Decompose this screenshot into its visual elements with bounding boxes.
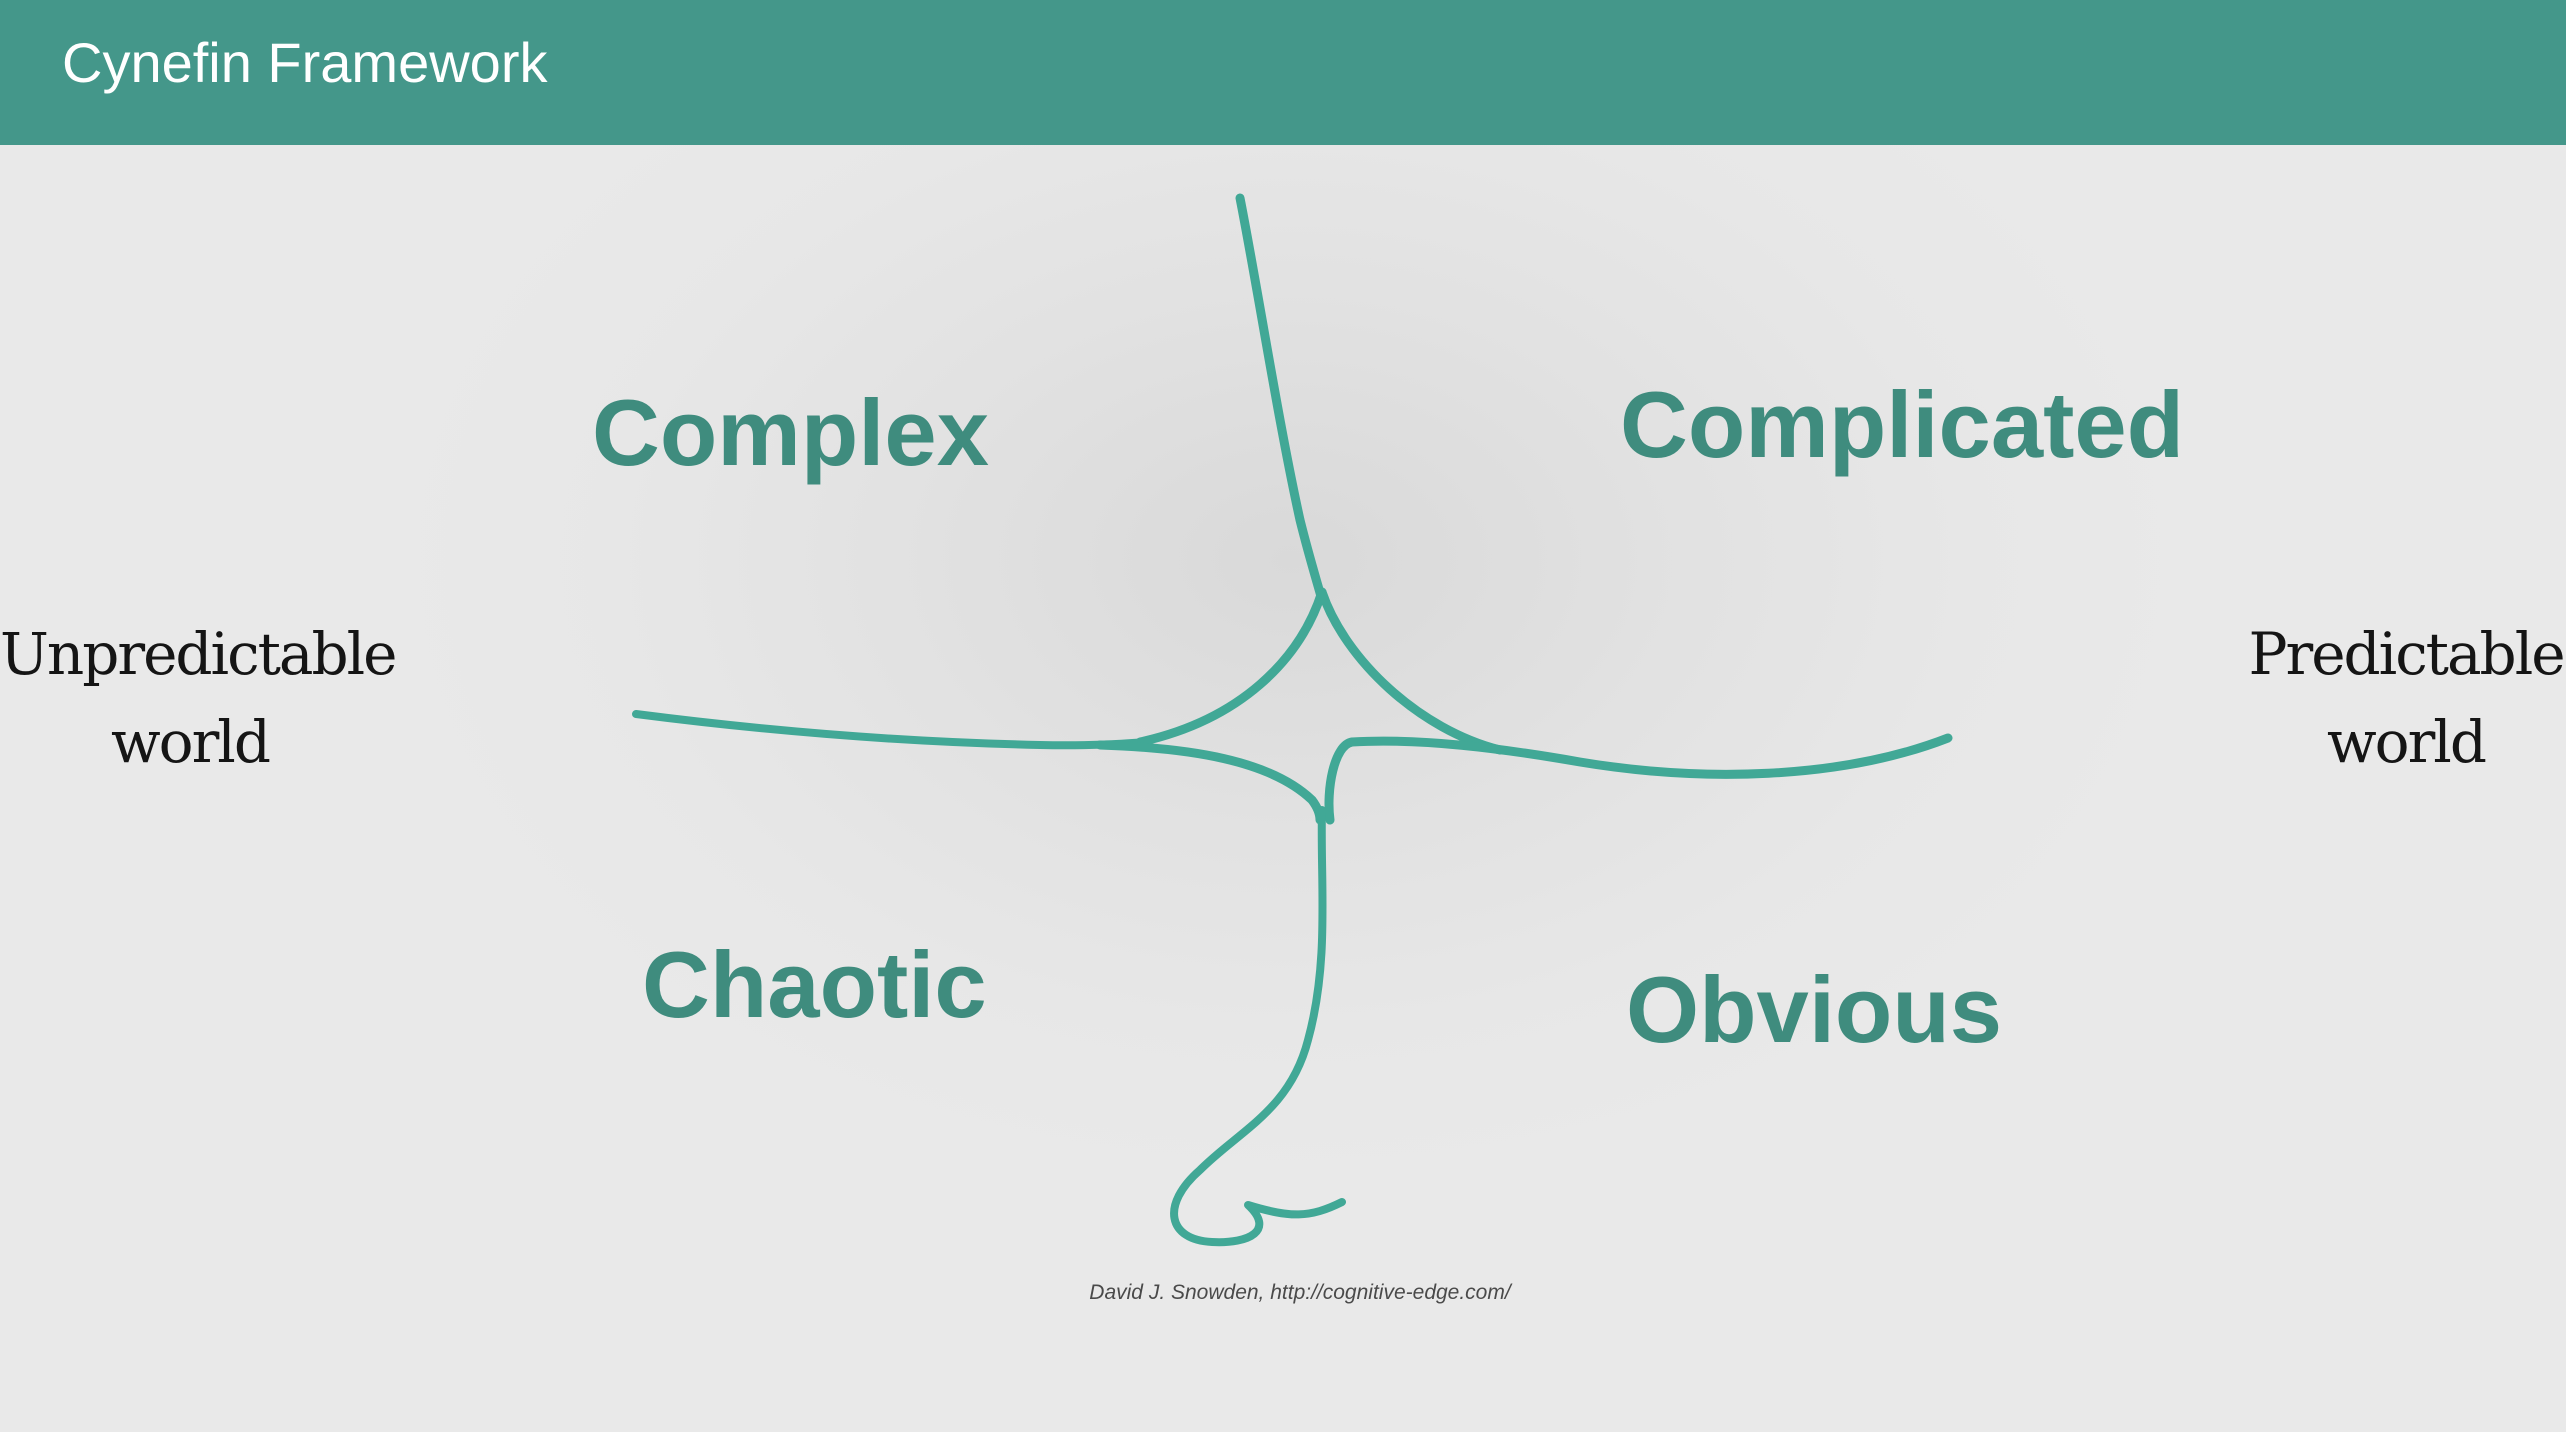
- divider-right-upper-curve: [1317, 587, 1505, 755]
- divider-left-stroke: [632, 710, 1152, 750]
- unpredictable-world-label: Unpredictable world: [0, 610, 397, 786]
- attribution-credit: David J. Snowden, http://cognitive-edge.…: [1089, 1281, 1511, 1304]
- page-title: Cynefin Framework: [62, 31, 548, 94]
- divider-left-lower-curve: [1095, 740, 1325, 825]
- quadrant-complicated-label: Complicated: [1620, 372, 2185, 477]
- predictable-line: Predictable: [2248, 620, 2565, 688]
- divider-bottom-stroke: [1170, 806, 1346, 1247]
- divider-top-stroke: [1235, 193, 1327, 605]
- header-bar: Cynefin Framework: [0, 0, 2566, 145]
- unpredictable-world-line: world: [111, 708, 271, 776]
- quadrant-chaotic-label: Chaotic: [642, 932, 987, 1037]
- quadrant-complex-label: Complex: [592, 380, 989, 485]
- divider-left-upper-curve: [1135, 587, 1327, 747]
- unpredictable-line: Unpredictable: [0, 620, 397, 688]
- predictable-world-line: world: [2327, 708, 2487, 776]
- quadrant-obvious-label: Obvious: [1626, 957, 2003, 1062]
- predictable-world-label: Predictable world: [2216, 610, 2566, 786]
- divider-right-stroke: [1324, 733, 1953, 825]
